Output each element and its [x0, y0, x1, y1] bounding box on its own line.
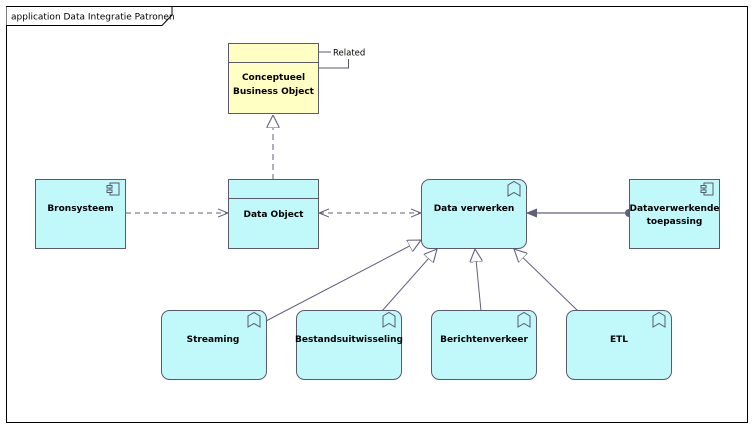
- frame-title: application Data Integratie Patronen: [11, 13, 175, 23]
- application-function-icon: [652, 311, 666, 328]
- data-object[interactable]: Data Object: [228, 179, 319, 249]
- business-object-label-line2: Business Object: [233, 87, 315, 97]
- specialization-line-streaming: [265, 240, 421, 322]
- specialization-line-berichten: [475, 249, 481, 312]
- application-function-etl[interactable]: ETL: [566, 310, 672, 380]
- berichtenverkeer-label: Berichtenverkeer: [440, 335, 528, 345]
- application-function-icon: [247, 311, 261, 328]
- business-object-conceptueel[interactable]: Conceptueel Business Object Related: [228, 43, 366, 114]
- application-function-bestandsuitwisseling[interactable]: Bestandsuitwisseling: [295, 310, 403, 380]
- bestandsuitwisseling-label: Bestandsuitwisseling: [295, 335, 403, 345]
- data-object-label: Data Object: [244, 210, 305, 220]
- application-component-icon: [700, 182, 714, 196]
- application-function-icon: [517, 311, 531, 328]
- etl-label: ETL: [610, 335, 628, 345]
- application-component-bronsysteem[interactable]: Bronsysteem: [35, 179, 126, 249]
- application-function-icon: [382, 311, 396, 328]
- application-component-icon: [106, 182, 120, 196]
- dataverwerkende-label-line1: Dataverwerkende: [630, 204, 720, 214]
- dataverwerkende-label-line2: toepassing: [647, 217, 703, 227]
- application-component-dataverwerkende[interactable]: Dataverwerkende toepassing: [629, 179, 720, 249]
- related-note: Related: [333, 49, 365, 59]
- specialization-line-etl: [514, 249, 579, 312]
- application-function-icon: [507, 180, 521, 197]
- application-function-berichtenverkeer[interactable]: Berichtenverkeer: [431, 310, 537, 380]
- application-function-data-verwerken[interactable]: Data verwerken: [421, 179, 527, 249]
- specialization-line-bestand: [381, 249, 437, 312]
- streaming-label: Streaming: [187, 335, 240, 345]
- application-function-streaming[interactable]: Streaming: [161, 310, 267, 380]
- data-verwerken-label: Data verwerken: [434, 204, 515, 214]
- business-object-label-line1: Conceptueel: [242, 73, 305, 83]
- bronsysteem-label: Bronsysteem: [47, 204, 113, 214]
